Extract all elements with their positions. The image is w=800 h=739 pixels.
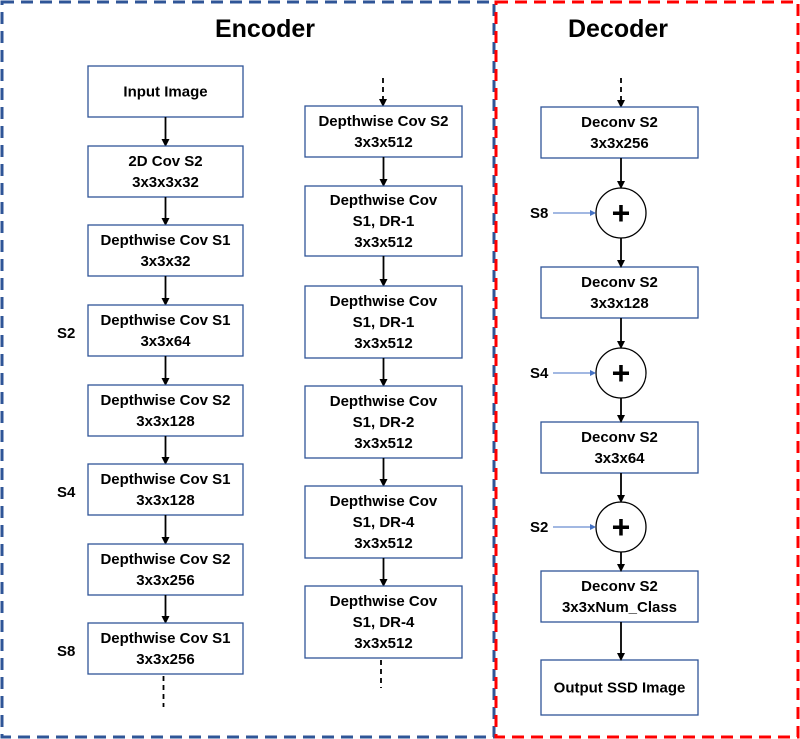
deconv-block-1: Deconv S2 3x3x256 [540,106,699,159]
encoder-dr-block-2-rect [304,185,463,257]
deconv-block-4: Deconv S2 3x3xNum_Class [540,570,699,623]
plus-symbol-1: + [612,195,631,231]
encoder-block-5-line-1: 3x3x128 [136,413,194,430]
decoder-skip-label-s8: S8 [530,205,548,222]
encoder-dr-block-2-line-0: Depthwise Cov [330,192,438,209]
encoder-dr-block-5-line-2: 3x3x512 [354,535,412,552]
output-block-line-0: Output SSD Image [554,680,686,697]
encoder-block-3-line-1: 3x3x32 [140,253,190,270]
output-block-rect [540,659,699,716]
adder-node-1: + [595,187,647,239]
encoder-dr-block-1-line-0: Depthwise Cov S2 [318,113,448,130]
encoder-block-1-line-0: Input Image [123,84,207,101]
output-block: Output SSD Image [540,659,699,716]
encoder-block-7-line-0: Depthwise Cov S2 [100,551,230,568]
plus-symbol-2: + [612,355,631,391]
decoder-skip-label-s4: S4 [530,365,549,382]
encoder-dr-block-5-rect [304,485,463,559]
encoder-block-4-line-1: 3x3x64 [140,333,191,350]
deconv-block-2-line-0: Deconv S2 [581,274,658,291]
decoder-region [494,0,800,739]
deconv-block-1-line-1: 3x3x256 [590,135,648,152]
deconv-block-2: Deconv S2 3x3x128 [540,266,699,319]
encoder-block-4: Depthwise Cov S1 3x3x64 [87,304,244,357]
encoder-title: Encoder [215,15,315,43]
encoder-dr-block-1-line-1: 3x3x512 [354,134,412,151]
deconv-block-1-line-0: Deconv S2 [581,114,658,131]
encoder-dr-block-4-line-1: S1, DR-2 [353,414,415,431]
plus-symbol-3: + [612,509,631,545]
encoder-block-2-line-1: 3x3x3x32 [132,174,199,191]
encoder-dr-block-1: Depthwise Cov S2 3x3x512 [304,105,463,158]
adder-node-3: + [595,501,647,553]
encoder-skip-label-s2: S2 [57,325,75,342]
encoder-block-8-rect [87,622,244,675]
encoder-block-5-rect [87,384,244,437]
encoder-region [0,0,496,739]
deconv-block-4-rect [540,570,699,623]
encoder-dr-block-3-line-1: S1, DR-1 [353,314,415,331]
encoder-dr-block-4-line-0: Depthwise Cov [330,393,438,410]
encoder-block-1: Input Image [87,65,244,118]
deconv-block-2-rect [540,266,699,319]
encoder-block-5-line-0: Depthwise Cov S2 [100,392,230,409]
deconv-block-3-line-0: Deconv S2 [581,429,658,446]
deconv-block-4-line-0: Deconv S2 [581,578,658,595]
encoder-dr-block-3-line-2: 3x3x512 [354,335,412,352]
encoder-block-7-rect [87,543,244,596]
encoder-skip-label-s8: S8 [57,643,75,660]
deconv-block-4-line-1: 3x3xNum_Class [562,599,677,616]
decoder-title: Decoder [568,15,668,43]
encoder-block-8-line-1: 3x3x256 [136,651,194,668]
encoder-dr-block-4-line-2: 3x3x512 [354,435,412,452]
adder-node-2: + [595,347,647,399]
encoder-dr-block-1-rect [304,105,463,158]
deconv-block-3: Deconv S2 3x3x64 [540,421,699,474]
deconv-block-2-line-1: 3x3x128 [590,295,648,312]
encoder-block-8: Depthwise Cov S1 3x3x256 [87,622,244,675]
encoder-block-6-line-0: Depthwise Cov S1 [100,471,230,488]
encoder-block-2-rect [87,145,244,198]
encoder-block-2: 2D Cov S2 3x3x3x32 [87,145,244,198]
encoder-dr-block-2-line-2: 3x3x512 [354,234,412,251]
encoder-dr-block-5-line-1: S1, DR-4 [353,514,415,531]
encoder-block-7-line-1: 3x3x256 [136,572,194,589]
encoder-skip-label-s4: S4 [57,484,76,501]
encoder-dr-block-2-line-1: S1, DR-1 [353,213,415,230]
encoder-block-8-line-0: Depthwise Cov S1 [100,630,230,647]
decoder-skip-label-s2: S2 [530,519,548,536]
encoder-block-3-line-0: Depthwise Cov S1 [100,232,230,249]
encoder-block-6-line-1: 3x3x128 [136,492,194,509]
encoder-dr-block-6-line-1: S1, DR-4 [353,614,415,631]
encoder-dr-block-6-rect [304,585,463,659]
encoder-block-6: Depthwise Cov S1 3x3x128 [87,463,244,516]
encoder-dr-block-3-line-0: Depthwise Cov [330,293,438,310]
deconv-block-3-rect [540,421,699,474]
encoder-block-4-line-0: Depthwise Cov S1 [100,312,230,329]
encoder-block-3: Depthwise Cov S1 3x3x32 [87,224,244,277]
encoder-block-5: Depthwise Cov S2 3x3x128 [87,384,244,437]
encoder-block-2-line-0: 2D Cov S2 [128,153,202,170]
encoder-block-3-rect [87,224,244,277]
encoder-dr-block-3-rect [304,285,463,359]
encoder-block-7: Depthwise Cov S2 3x3x256 [87,543,244,596]
deconv-block-3-line-1: 3x3x64 [594,450,645,467]
deconv-block-1-rect [540,106,699,159]
encoder-dr-block-5-line-0: Depthwise Cov [330,493,438,510]
encoder-dr-block-6-line-2: 3x3x512 [354,635,412,652]
encoder-dr-block-6-line-0: Depthwise Cov [330,593,438,610]
encoder-block-6-rect [87,463,244,516]
